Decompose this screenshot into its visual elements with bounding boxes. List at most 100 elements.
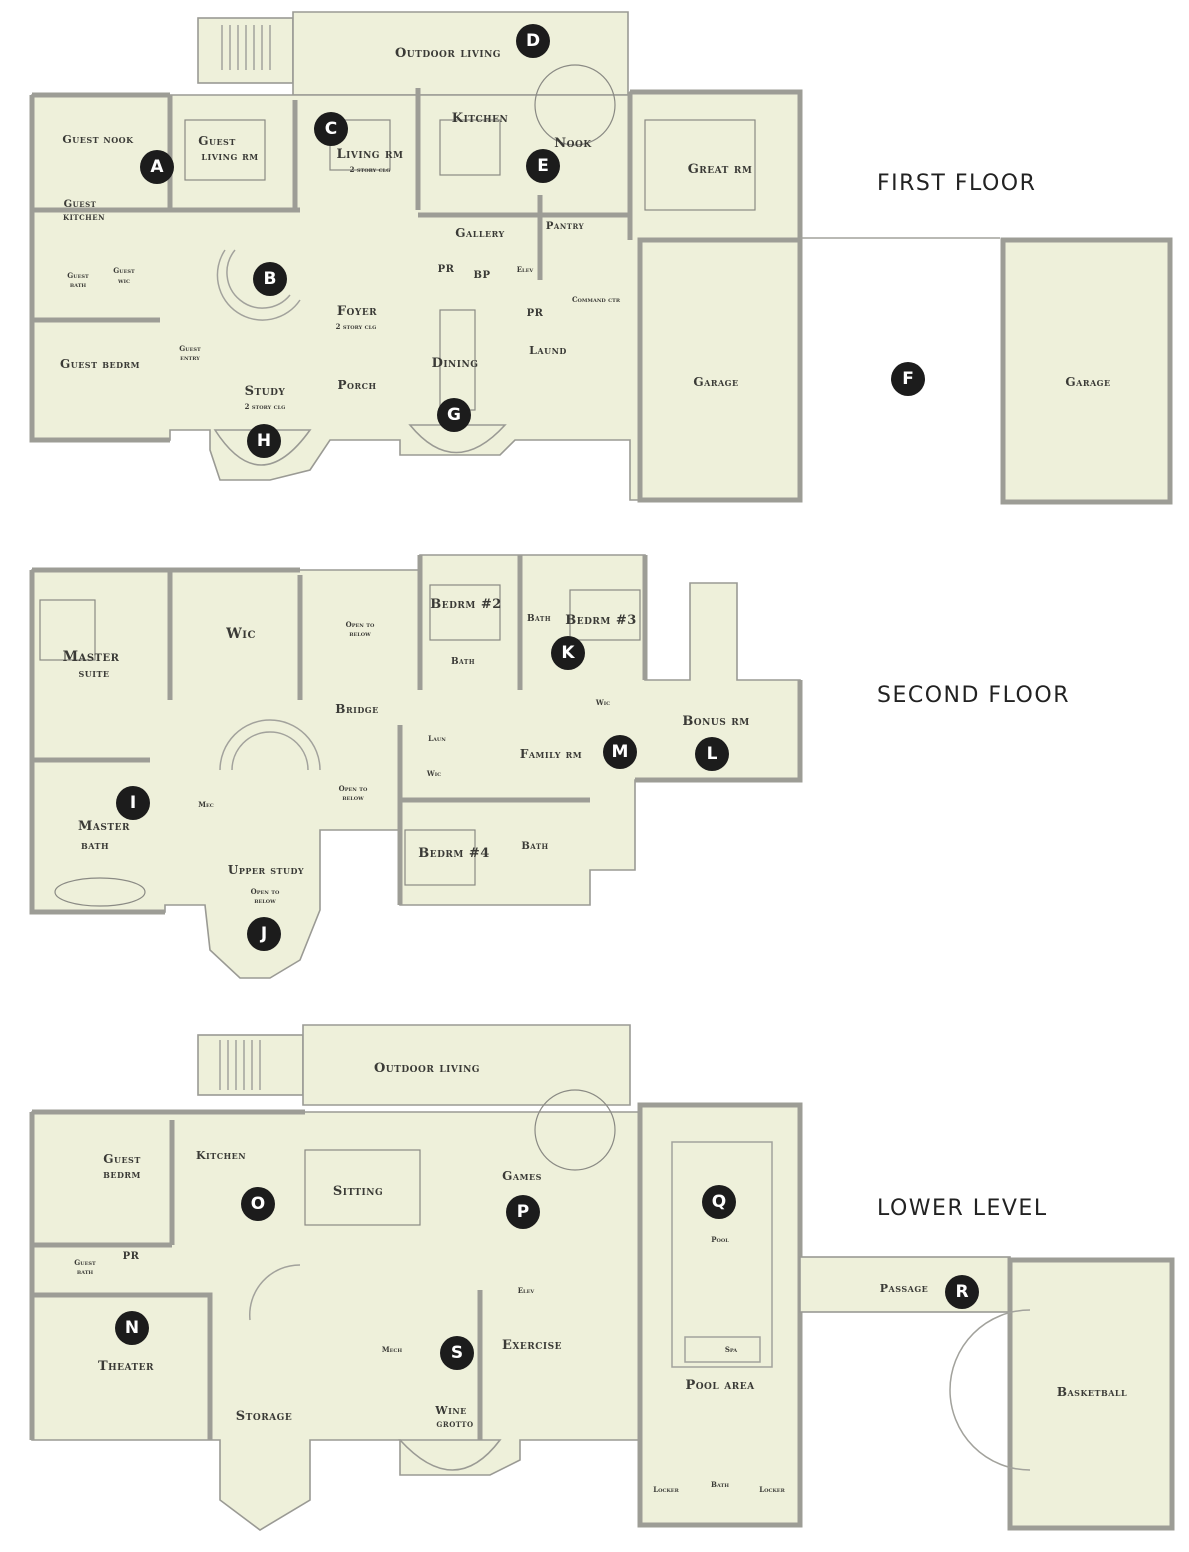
room-label: Wic xyxy=(426,769,441,778)
marker-I: I xyxy=(116,786,150,820)
room-label: Guest xyxy=(179,344,201,353)
master-bed xyxy=(39,599,96,661)
room-label: Bath xyxy=(521,841,548,852)
room-label: Bath xyxy=(711,1480,729,1489)
room-label: Bath xyxy=(527,614,551,624)
room-label: Porch xyxy=(337,378,376,392)
lower-level-plan: Outdoor living Guest bedrm Kitchen Sitti… xyxy=(29,1024,1175,1531)
curved-stair xyxy=(216,249,301,321)
svg-text:R: R xyxy=(955,1282,968,1302)
marker-D: D xyxy=(516,24,550,58)
room-label: BP xyxy=(474,270,491,281)
marker-K: K xyxy=(551,636,585,670)
pool-area-enclosure xyxy=(639,1104,801,1526)
room-label: bedrm xyxy=(103,1168,141,1181)
court-key-arc xyxy=(949,1309,1031,1471)
marker-B: B xyxy=(253,262,287,296)
sitting-group xyxy=(304,1149,421,1226)
room-label: Guest bedrm xyxy=(60,357,140,371)
room-label: grotto xyxy=(436,1419,473,1430)
room-label: Command ctr xyxy=(572,295,621,304)
room-label: below xyxy=(254,896,276,905)
room-label: Guest xyxy=(198,134,236,148)
room-label: Storage xyxy=(236,1409,292,1424)
floor-title: FIRST FLOOR xyxy=(877,171,1036,196)
marker-M: M xyxy=(603,735,637,769)
room-label: Bonus rm xyxy=(682,714,749,729)
floor-title: LOWER LEVEL xyxy=(877,1196,1048,1221)
room-sublabel: 2 story clg xyxy=(245,402,286,411)
marker-E: E xyxy=(526,149,560,183)
room-label: Wic xyxy=(225,626,256,642)
room-label: Laund xyxy=(529,344,567,357)
svg-text:O: O xyxy=(251,1194,265,1214)
svg-text:E: E xyxy=(537,156,549,176)
room-label: Open to xyxy=(251,887,280,896)
sofa-group xyxy=(184,119,266,181)
marker-S: S xyxy=(440,1336,474,1370)
marker-O: O xyxy=(241,1187,275,1221)
room-label: Pool area xyxy=(685,1378,755,1393)
room-label: Outdoor living xyxy=(395,46,501,61)
svg-text:J: J xyxy=(260,924,267,944)
room-label: Exercise xyxy=(502,1338,562,1353)
room-label: Study xyxy=(245,384,286,399)
room-label: PR xyxy=(123,1251,140,1262)
svg-text:P: P xyxy=(517,1202,529,1222)
pool xyxy=(671,1141,773,1368)
nook-table xyxy=(534,64,616,146)
room-label: Kitchen xyxy=(196,1149,246,1162)
bedrm3-bed xyxy=(569,589,641,641)
svg-text:F: F xyxy=(902,369,914,389)
room-label: Gallery xyxy=(455,226,504,240)
room-label: Guest xyxy=(113,266,135,275)
room-sublabel: 2 story clg xyxy=(336,322,377,331)
room-label: Foyer xyxy=(337,304,377,319)
svg-text:N: N xyxy=(125,1318,139,1338)
room-label: Laun xyxy=(428,734,446,743)
room-sublabel: 2 story clg xyxy=(350,165,391,174)
svg-text:B: B xyxy=(264,269,277,289)
bedrm2-bed xyxy=(429,584,501,641)
room-label: Pantry xyxy=(546,221,585,232)
room-label: Games xyxy=(502,1169,542,1183)
kitchen-island xyxy=(439,119,501,176)
marker-F: F xyxy=(891,362,925,396)
room-label: Garage xyxy=(693,375,738,389)
room-label: Locker xyxy=(653,1485,679,1494)
svg-text:I: I xyxy=(130,793,136,813)
svg-text:Q: Q xyxy=(712,1192,726,1212)
room-label: Elev xyxy=(518,1286,535,1295)
exterior-stair xyxy=(197,1034,304,1096)
svg-text:A: A xyxy=(150,157,164,177)
room-label: Open to xyxy=(339,784,368,793)
room-label: PR xyxy=(527,308,544,319)
room-label: Great rm xyxy=(688,162,753,177)
room-label: Open to xyxy=(346,620,375,629)
floor-title: SECOND FLOOR xyxy=(877,683,1070,708)
marker-R: R xyxy=(945,1275,979,1309)
master-tub xyxy=(54,877,146,907)
room-label: Nook xyxy=(554,136,592,151)
outdoor-living-area xyxy=(302,1024,631,1106)
marker-H: H xyxy=(247,424,281,458)
room-label: Elev xyxy=(517,265,534,274)
room-label: Bridge xyxy=(335,702,378,716)
room-label: Guest xyxy=(67,271,89,280)
room-label: Family rm xyxy=(520,747,582,761)
room-label: wic xyxy=(117,276,130,285)
dining-bay xyxy=(408,424,507,454)
marker-A: A xyxy=(140,150,174,184)
spa xyxy=(684,1336,761,1363)
room-label: Master xyxy=(78,819,130,834)
svg-text:H: H xyxy=(257,431,271,451)
room-label: Guest nook xyxy=(62,133,134,146)
room-label: Upper study xyxy=(228,863,304,877)
room-label: Kitchen xyxy=(452,111,508,126)
basketball-court xyxy=(1009,1259,1173,1529)
room-label: suite xyxy=(78,667,109,680)
room-label: bath xyxy=(70,280,87,289)
marker-J: J xyxy=(247,917,281,951)
